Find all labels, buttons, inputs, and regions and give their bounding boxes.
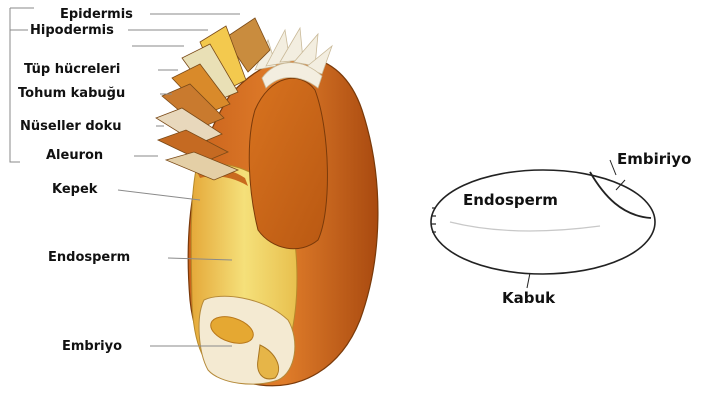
label-endosperm: Endosperm [48, 250, 130, 265]
schematic-label-endosperm: Endosperm [463, 192, 558, 209]
label-embriyo: Embriyo [62, 339, 122, 354]
schematic-crease-line [450, 222, 600, 231]
grain-front-lobe [249, 78, 327, 248]
label-epidermis: Epidermis [60, 7, 133, 22]
schematic-label-embiriyo: Embiriyo [617, 151, 691, 168]
label-tup-hucreleri: Tüp hücreleri [24, 62, 120, 77]
label-hipodermis: Hipodermis [30, 23, 114, 38]
label-nuseller-doku: Nüseller doku [20, 119, 122, 134]
label-tohum-kabugu: Tohum kabuğu [18, 86, 125, 101]
schematic-label-kabuk: Kabuk [502, 290, 555, 307]
label-kepek: Kepek [52, 182, 97, 197]
schematic-grain [431, 160, 655, 288]
label-aleuron: Aleuron [46, 148, 103, 163]
